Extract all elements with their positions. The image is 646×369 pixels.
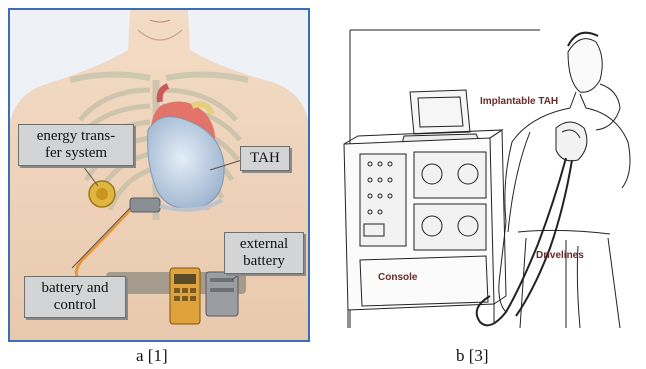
- implanted-tah-sketch: [556, 122, 587, 161]
- callout-battery-control: battery and control: [24, 276, 126, 318]
- panel-b-drawing: Implantable TAH Console Drivelines: [330, 12, 646, 336]
- label-console: Console: [378, 272, 417, 283]
- implant-controller: [130, 198, 160, 212]
- label-implantable-tah: Implantable TAH: [480, 96, 558, 107]
- caption-a: a [1]: [136, 346, 168, 366]
- callout-tah: TAH: [240, 146, 290, 171]
- console-cabinet: [344, 130, 506, 328]
- monitor-drawing: [402, 90, 480, 144]
- console-patient-drawing: [330, 12, 646, 336]
- callout-external-battery: external battery: [224, 232, 304, 274]
- caption-b: b [3]: [456, 346, 489, 366]
- patient-figure: [499, 33, 630, 328]
- callout-energy-transfer: energy trans- fer system: [18, 124, 134, 166]
- label-drivelines: Drivelines: [536, 250, 584, 261]
- panel-a-illustration: energy trans- fer system TAH external ba…: [8, 8, 310, 342]
- external-controller: [170, 268, 200, 324]
- energy-transfer-coil: [89, 181, 115, 207]
